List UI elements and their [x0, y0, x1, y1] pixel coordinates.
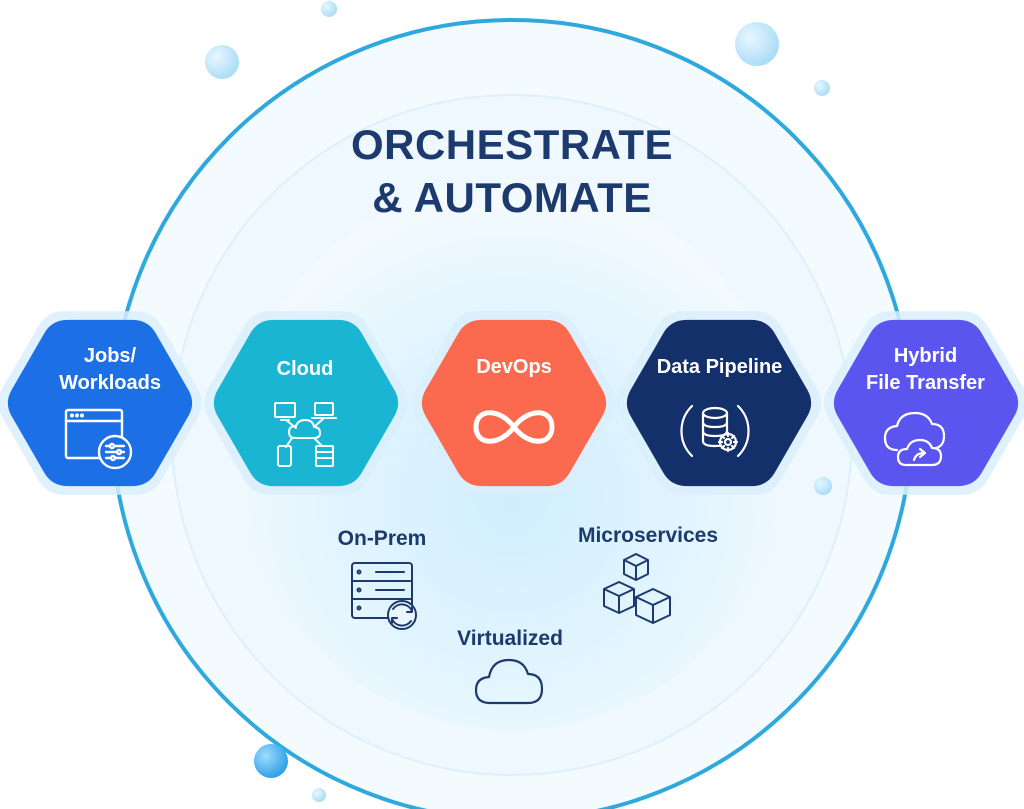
hex-shape	[213, 319, 399, 487]
env-label-virtualized: Virtualized	[457, 627, 563, 650]
bubble	[735, 22, 779, 66]
hex-label-line: Data Pipeline	[656, 356, 783, 378]
hex-label-cloud: Cloud	[225, 356, 385, 383]
env-label-on-prem: On-Prem	[337, 527, 427, 550]
cubes-icon	[603, 553, 671, 624]
hex-hybrid-file-transfer	[824, 311, 1024, 495]
env-label-microservices: Microservices	[577, 524, 719, 547]
hex-label-line: File Transfer	[866, 372, 985, 394]
hex-label-jobs-workloads: Jobs/ Workloads	[30, 343, 190, 397]
cloud-icon	[474, 658, 544, 705]
hex-label-line: DevOps	[476, 356, 552, 378]
hex-label-hybrid-file-transfer: Hybrid File Transfer	[843, 343, 1008, 397]
hex-label-line: Hybrid	[893, 345, 958, 367]
server-rack-icon	[351, 562, 417, 630]
hex-label-line: Jobs/	[83, 345, 137, 367]
bubble	[321, 1, 337, 17]
database-gear-icon	[680, 404, 750, 458]
hex-label-line: Workloads	[59, 372, 161, 394]
main-title: ORCHESTRATE & AUTOMATE	[262, 118, 762, 224]
bubble	[814, 80, 830, 96]
hex-shape	[421, 319, 607, 487]
bubble	[205, 45, 239, 79]
hex-shape	[833, 319, 1019, 487]
hex-jobs-workloads	[0, 311, 202, 495]
title-line-1: ORCHESTRATE	[350, 121, 674, 168]
cloud-network-icon	[274, 402, 337, 467]
bubble	[814, 477, 832, 495]
cloud-transfer-icon	[883, 411, 946, 467]
hex-devops	[412, 311, 616, 495]
title-line-2: & AUTOMATE	[372, 174, 652, 221]
infinity-loop-icon	[473, 410, 555, 444]
bubble	[312, 788, 326, 802]
hex-data-pipeline	[617, 311, 821, 495]
hex-label-devops: DevOps	[434, 354, 594, 381]
hex-cloud	[204, 311, 408, 495]
hex-shape	[7, 319, 193, 487]
bubble	[254, 744, 288, 778]
hex-label-line: Cloud	[276, 358, 334, 380]
hex-label-data-pipeline: Data Pipeline	[632, 354, 807, 381]
hex-shape	[626, 319, 812, 487]
workload-window-icon	[64, 408, 133, 470]
